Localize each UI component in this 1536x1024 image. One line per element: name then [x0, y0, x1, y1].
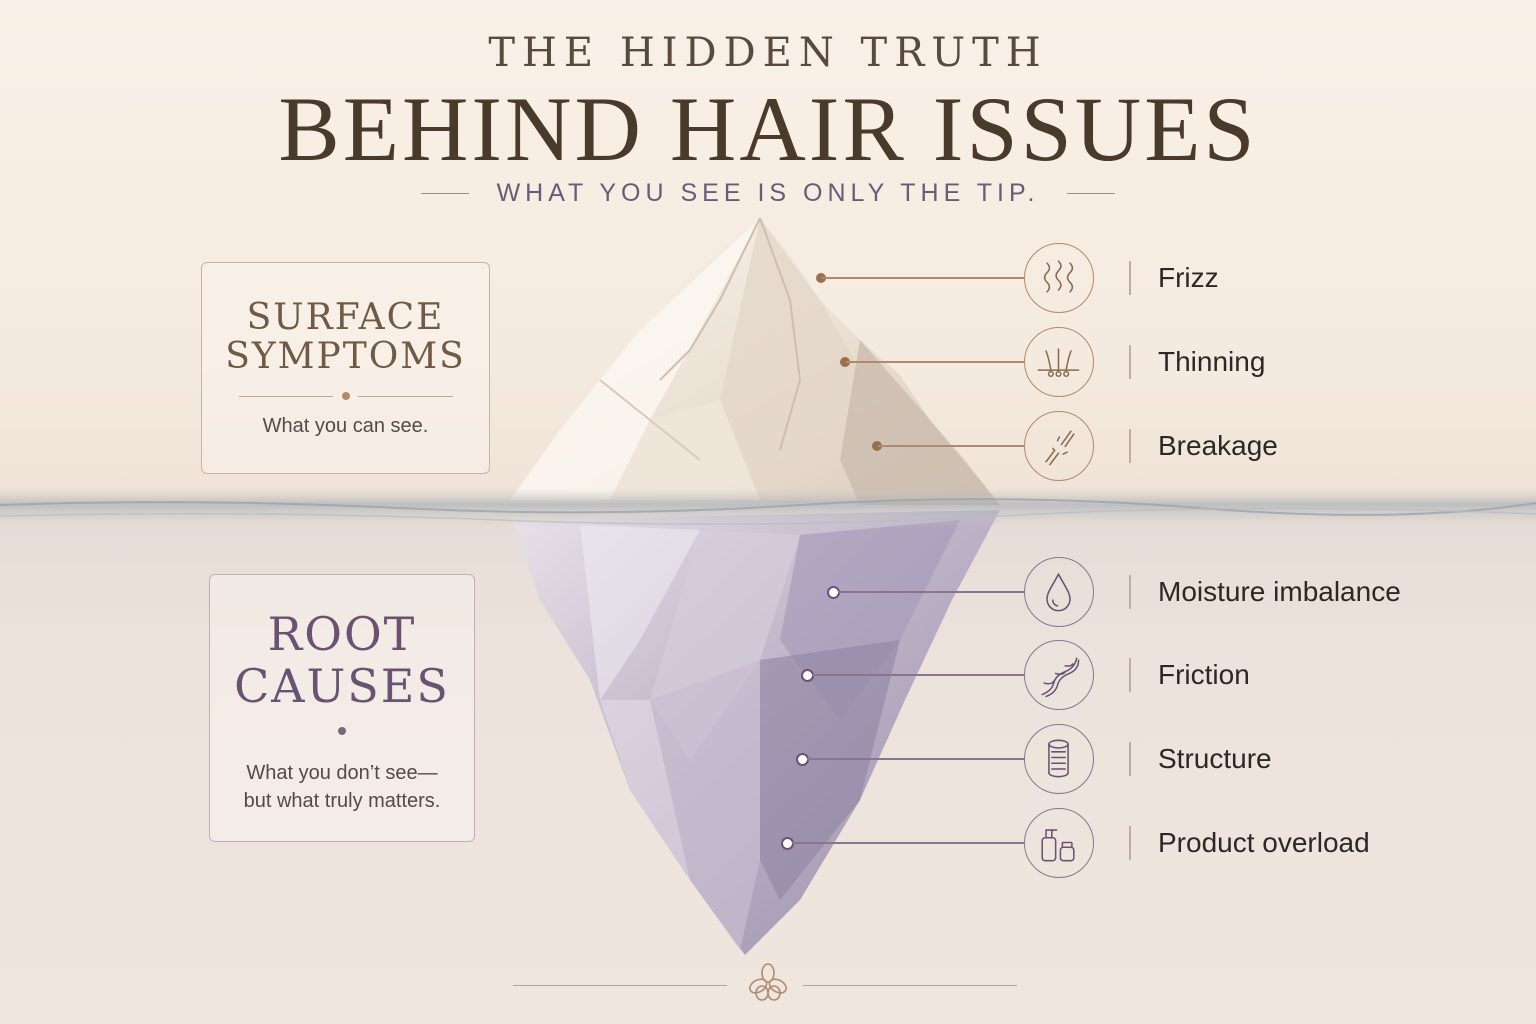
- leader-dot: [816, 273, 826, 283]
- twisted-strands-icon: [1024, 640, 1094, 710]
- cause-item-friction: Friction: [0, 640, 1536, 710]
- footer-rule-left: [513, 985, 727, 986]
- symptom-label: Breakage: [1158, 430, 1278, 461]
- root-card-divider: [247, 724, 437, 738]
- hair-follicle-icon: [1024, 327, 1094, 397]
- cause-item-product-overload: Product overload: [0, 808, 1536, 878]
- symptom-item-frizz: Frizz: [0, 243, 1536, 313]
- root-title-line-2: CAUSES: [234, 658, 450, 713]
- surface-card-subtitle: What you can see.: [262, 414, 429, 437]
- symptom-item-thinning: Thinning: [0, 327, 1536, 397]
- leader-line: [792, 842, 1024, 844]
- item-separator: [1129, 575, 1131, 609]
- item-separator: [1129, 261, 1131, 295]
- root-subtitle-line-2: but what truly matters.: [243, 789, 441, 812]
- footer-rule-right: [803, 985, 1017, 986]
- symptom-label: Frizz: [1158, 262, 1219, 293]
- tagline-rule-left: [420, 192, 469, 194]
- tagline: WHAT YOU SEE IS ONLY THE TIP.: [496, 178, 1040, 207]
- root-causes-card: ROOT CAUSES What you don’t see— but what…: [209, 574, 475, 842]
- cause-item-structure: Structure: [0, 724, 1536, 794]
- surface-title-line-2: SYMPTOMS: [225, 335, 466, 377]
- leader-line: [807, 758, 1024, 760]
- water-surface: [0, 488, 1536, 528]
- leader-line: [878, 445, 1024, 447]
- iceberg-tip: [510, 217, 1000, 505]
- cause-label: Moisture imbalance: [1158, 576, 1401, 607]
- item-separator: [1129, 742, 1131, 776]
- leader-line: [846, 361, 1024, 363]
- root-card-subtitle: What you don’t see— but what truly matte…: [210, 760, 474, 815]
- wavy-lines-icon: [1024, 243, 1094, 313]
- leader-line: [822, 277, 1024, 279]
- cause-label: Friction: [1158, 659, 1250, 690]
- leader-dot: [840, 357, 850, 367]
- item-separator: [1129, 429, 1131, 463]
- item-separator: [1129, 658, 1131, 692]
- item-separator: [1129, 345, 1131, 379]
- tagline-rule-right: [1067, 192, 1116, 194]
- divider-dot-icon: [338, 727, 346, 736]
- item-separator: [1129, 826, 1131, 860]
- root-title-line-1: ROOT: [267, 607, 417, 661]
- leader-dot: [872, 441, 882, 451]
- flower-ornament-icon: [749, 963, 787, 1001]
- footer-ornament: [0, 965, 1536, 1005]
- cause-item-moisture: Moisture imbalance: [0, 557, 1536, 627]
- divider-dot-icon: [341, 391, 350, 400]
- surface-symptoms-card: SURFACE SYMPTOMS What you can see.: [201, 262, 490, 474]
- tagline-row: WHAT YOU SEE IS ONLY THE TIP.: [0, 176, 1536, 210]
- symptom-item-breakage: Breakage: [0, 411, 1536, 481]
- broken-strand-icon: [1024, 411, 1094, 481]
- title-line-1: THE HIDDEN TRUTH: [488, 30, 1048, 76]
- water-drop-icon: [1024, 557, 1094, 627]
- product-bottles-icon: [1024, 808, 1094, 878]
- root-card-title: ROOT CAUSES: [210, 607, 474, 713]
- leader-line: [812, 674, 1024, 676]
- title-line-2: BEHIND HAIR ISSUES: [278, 78, 1258, 180]
- symptom-label: Thinning: [1158, 346, 1266, 377]
- iceberg-submerged: [512, 510, 1000, 955]
- hair-cylinder-icon: [1024, 724, 1094, 794]
- surface-title-line-1: SURFACE: [246, 297, 445, 338]
- root-subtitle-line-1: What you don’t see—: [246, 762, 438, 785]
- cause-label: Structure: [1158, 743, 1272, 774]
- leader-line: [838, 591, 1024, 593]
- surface-card-divider: [238, 389, 453, 403]
- surface-card-title: SURFACE SYMPTOMS: [202, 297, 489, 377]
- cause-label: Product overload: [1158, 827, 1370, 858]
